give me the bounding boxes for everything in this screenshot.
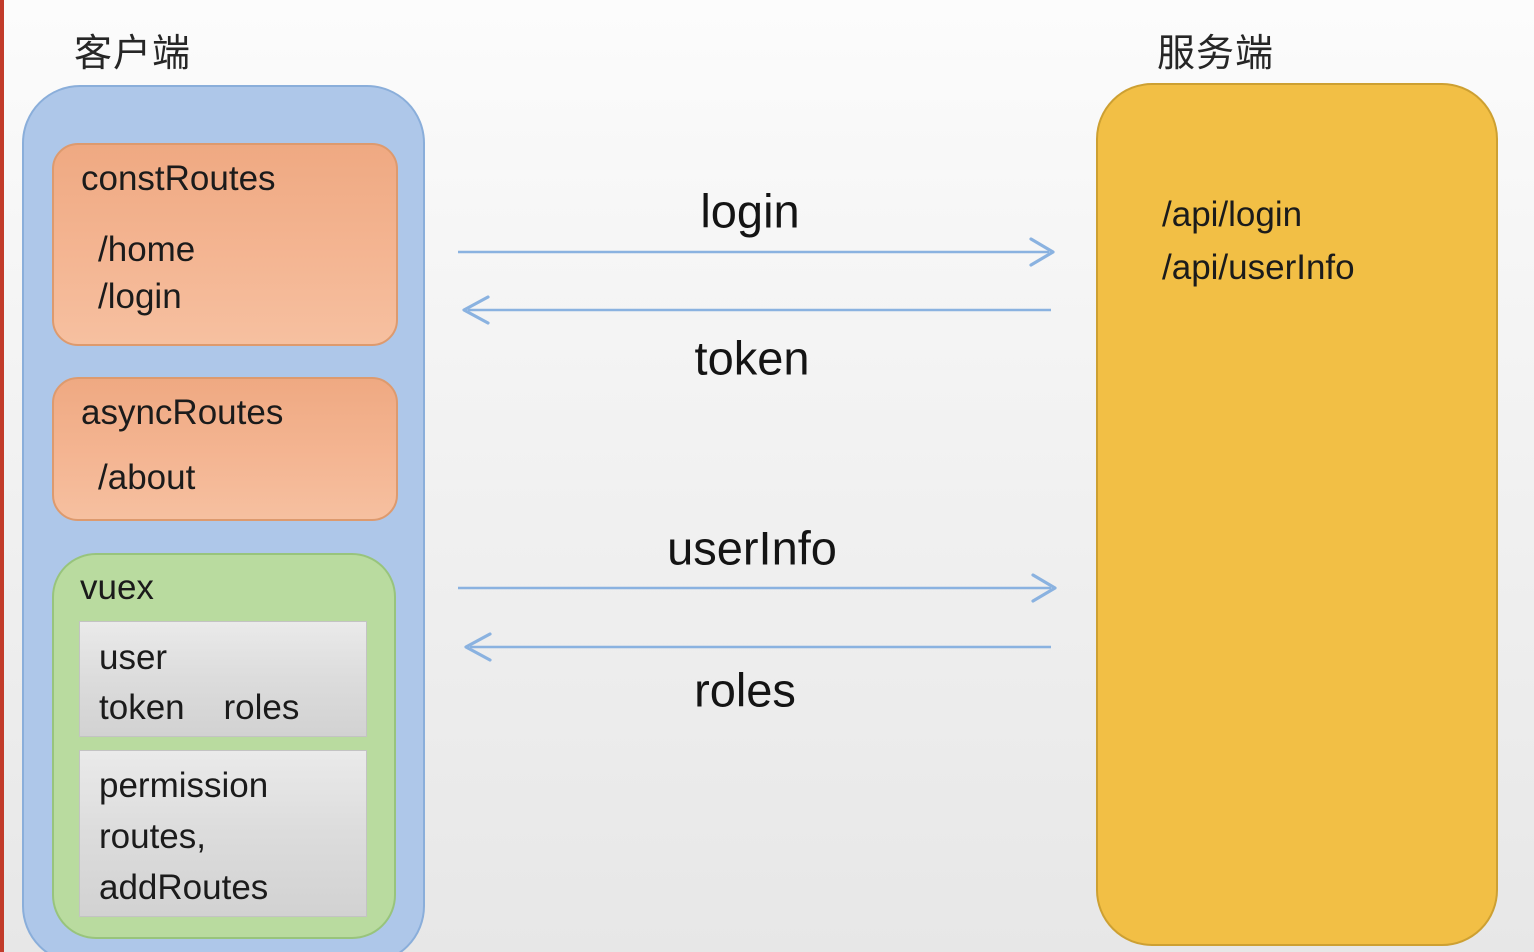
login-arrow-right — [458, 237, 1055, 267]
endpoint-api-login: /api/login — [1162, 195, 1303, 234]
message-label-userinfo: userInfo — [667, 521, 837, 575]
async-routes-title: asyncRoutes — [81, 393, 284, 432]
routes-line: routes, — [99, 817, 206, 856]
route-home: /home — [98, 230, 196, 269]
async-routes-list: /about — [98, 454, 396, 501]
const-routes-list: /home /login — [98, 226, 396, 320]
userinfo-arrow-right — [458, 573, 1057, 603]
route-about: /about — [98, 458, 196, 497]
api-endpoint-list: /api/login /api/userInfo — [1162, 188, 1355, 294]
async-routes-box: asyncRoutes /about — [52, 377, 398, 521]
message-label-roles: roles — [694, 663, 796, 717]
server-lane-title: 服务端 — [1157, 33, 1275, 75]
const-routes-title: constRoutes — [81, 159, 276, 198]
vuex-box: vuex user token roles permission routes,… — [52, 553, 396, 939]
vuex-state-panel: user token roles — [79, 621, 367, 737]
permission-line: permission — [99, 766, 269, 805]
state-token-roles: token roles — [99, 688, 300, 727]
route-login: /login — [98, 277, 182, 316]
message-label-token: token — [694, 331, 810, 385]
roles-arrow-left — [464, 632, 1051, 662]
server-container: /api/login /api/userInfo — [1096, 83, 1498, 946]
client-container: constRoutes /home /login asyncRoutes /ab… — [22, 85, 425, 952]
vuex-permission-panel: permission routes, addRoutes — [79, 750, 367, 917]
token-arrow-left — [462, 295, 1051, 325]
const-routes-box: constRoutes /home /login — [52, 143, 398, 346]
message-label-login: login — [700, 184, 800, 238]
state-user: user — [99, 638, 168, 677]
vuex-title: vuex — [80, 568, 154, 607]
add-routes-line: addRoutes — [99, 868, 269, 907]
left-edge-artifact — [0, 0, 4, 952]
endpoint-api-userinfo: /api/userInfo — [1162, 248, 1355, 287]
client-lane-title: 客户端 — [74, 33, 192, 75]
